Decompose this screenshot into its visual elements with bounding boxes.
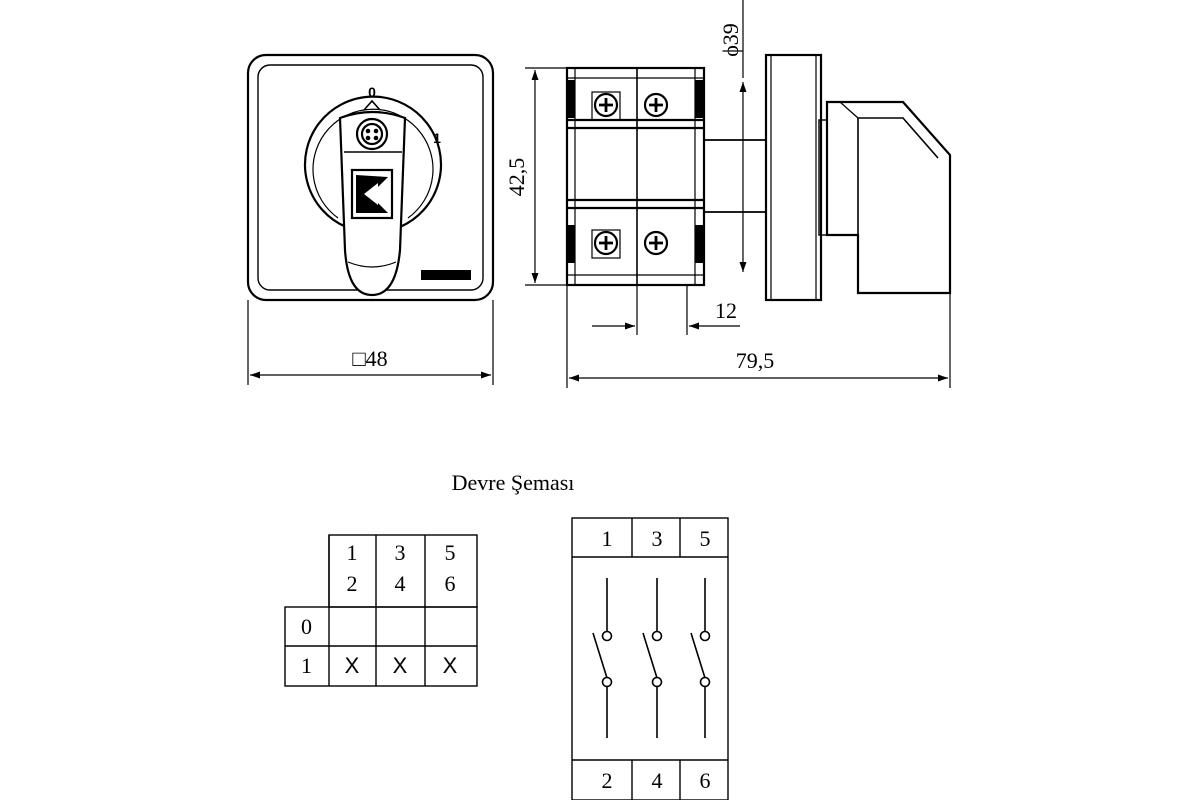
table-header-top: 5 bbox=[445, 540, 456, 565]
knob-side bbox=[825, 100, 952, 295]
position-label-off: 0 bbox=[368, 84, 376, 100]
contact-symbols bbox=[592, 578, 711, 738]
contact-switch-symbol bbox=[642, 578, 663, 738]
height-label: 42,5 bbox=[504, 158, 529, 197]
diameter-label: ϕ39 bbox=[718, 23, 743, 57]
terminal-screw-icon bbox=[591, 229, 621, 259]
nameplate-bar bbox=[421, 270, 471, 280]
table-header-top: 1 bbox=[347, 540, 358, 565]
table-header-bottom: 6 bbox=[445, 571, 456, 596]
terminal-labels: 1 3 5 2 4 6 bbox=[602, 526, 711, 793]
table-row-position: 1 bbox=[301, 653, 312, 678]
front-width-label: □48 bbox=[352, 346, 387, 371]
terminal-top-label: 3 bbox=[652, 526, 663, 551]
terminal-bottom-label: 2 bbox=[602, 768, 613, 793]
terminal-top-label: 5 bbox=[700, 526, 711, 551]
table-cell-mark: X bbox=[443, 653, 458, 678]
knob-disc bbox=[303, 95, 443, 229]
length-dimension bbox=[566, 285, 951, 388]
table-cell-mark: X bbox=[345, 653, 360, 678]
terminal-screw-icon bbox=[643, 92, 669, 118]
terminal-bottom-label: 4 bbox=[652, 768, 663, 793]
switching-table bbox=[284, 534, 478, 687]
table-header-bottom: 4 bbox=[395, 571, 406, 596]
height-dimension bbox=[525, 67, 567, 286]
terminal-screw-icon bbox=[591, 91, 621, 121]
position-label-on: 1 bbox=[433, 130, 441, 146]
front-plate-outer bbox=[246, 53, 495, 302]
terminal-screw-icon bbox=[643, 230, 669, 256]
terminal-top-label: 1 bbox=[602, 526, 613, 551]
contact-switch-symbol bbox=[592, 578, 613, 738]
table-header-bottom: 2 bbox=[347, 571, 358, 596]
contact-switch-symbol bbox=[690, 578, 711, 738]
table-cell-mark: X bbox=[393, 653, 408, 678]
terminal-bottom-label: 6 bbox=[700, 768, 711, 793]
table-header-top: 3 bbox=[395, 540, 406, 565]
contact-block bbox=[565, 66, 706, 287]
module-width-dimension bbox=[592, 285, 740, 335]
side-view bbox=[565, 53, 952, 302]
module-width-label: 12 bbox=[715, 298, 737, 323]
table-row-position: 0 bbox=[301, 614, 312, 639]
front-plate-side bbox=[764, 53, 823, 302]
front-view bbox=[246, 53, 495, 302]
front-width-dimension bbox=[247, 300, 494, 385]
knob-disc-inner bbox=[312, 108, 434, 219]
contact-diagram bbox=[571, 517, 729, 800]
length-label: 79,5 bbox=[736, 348, 775, 373]
schema-title: Devre Şeması bbox=[452, 470, 575, 495]
